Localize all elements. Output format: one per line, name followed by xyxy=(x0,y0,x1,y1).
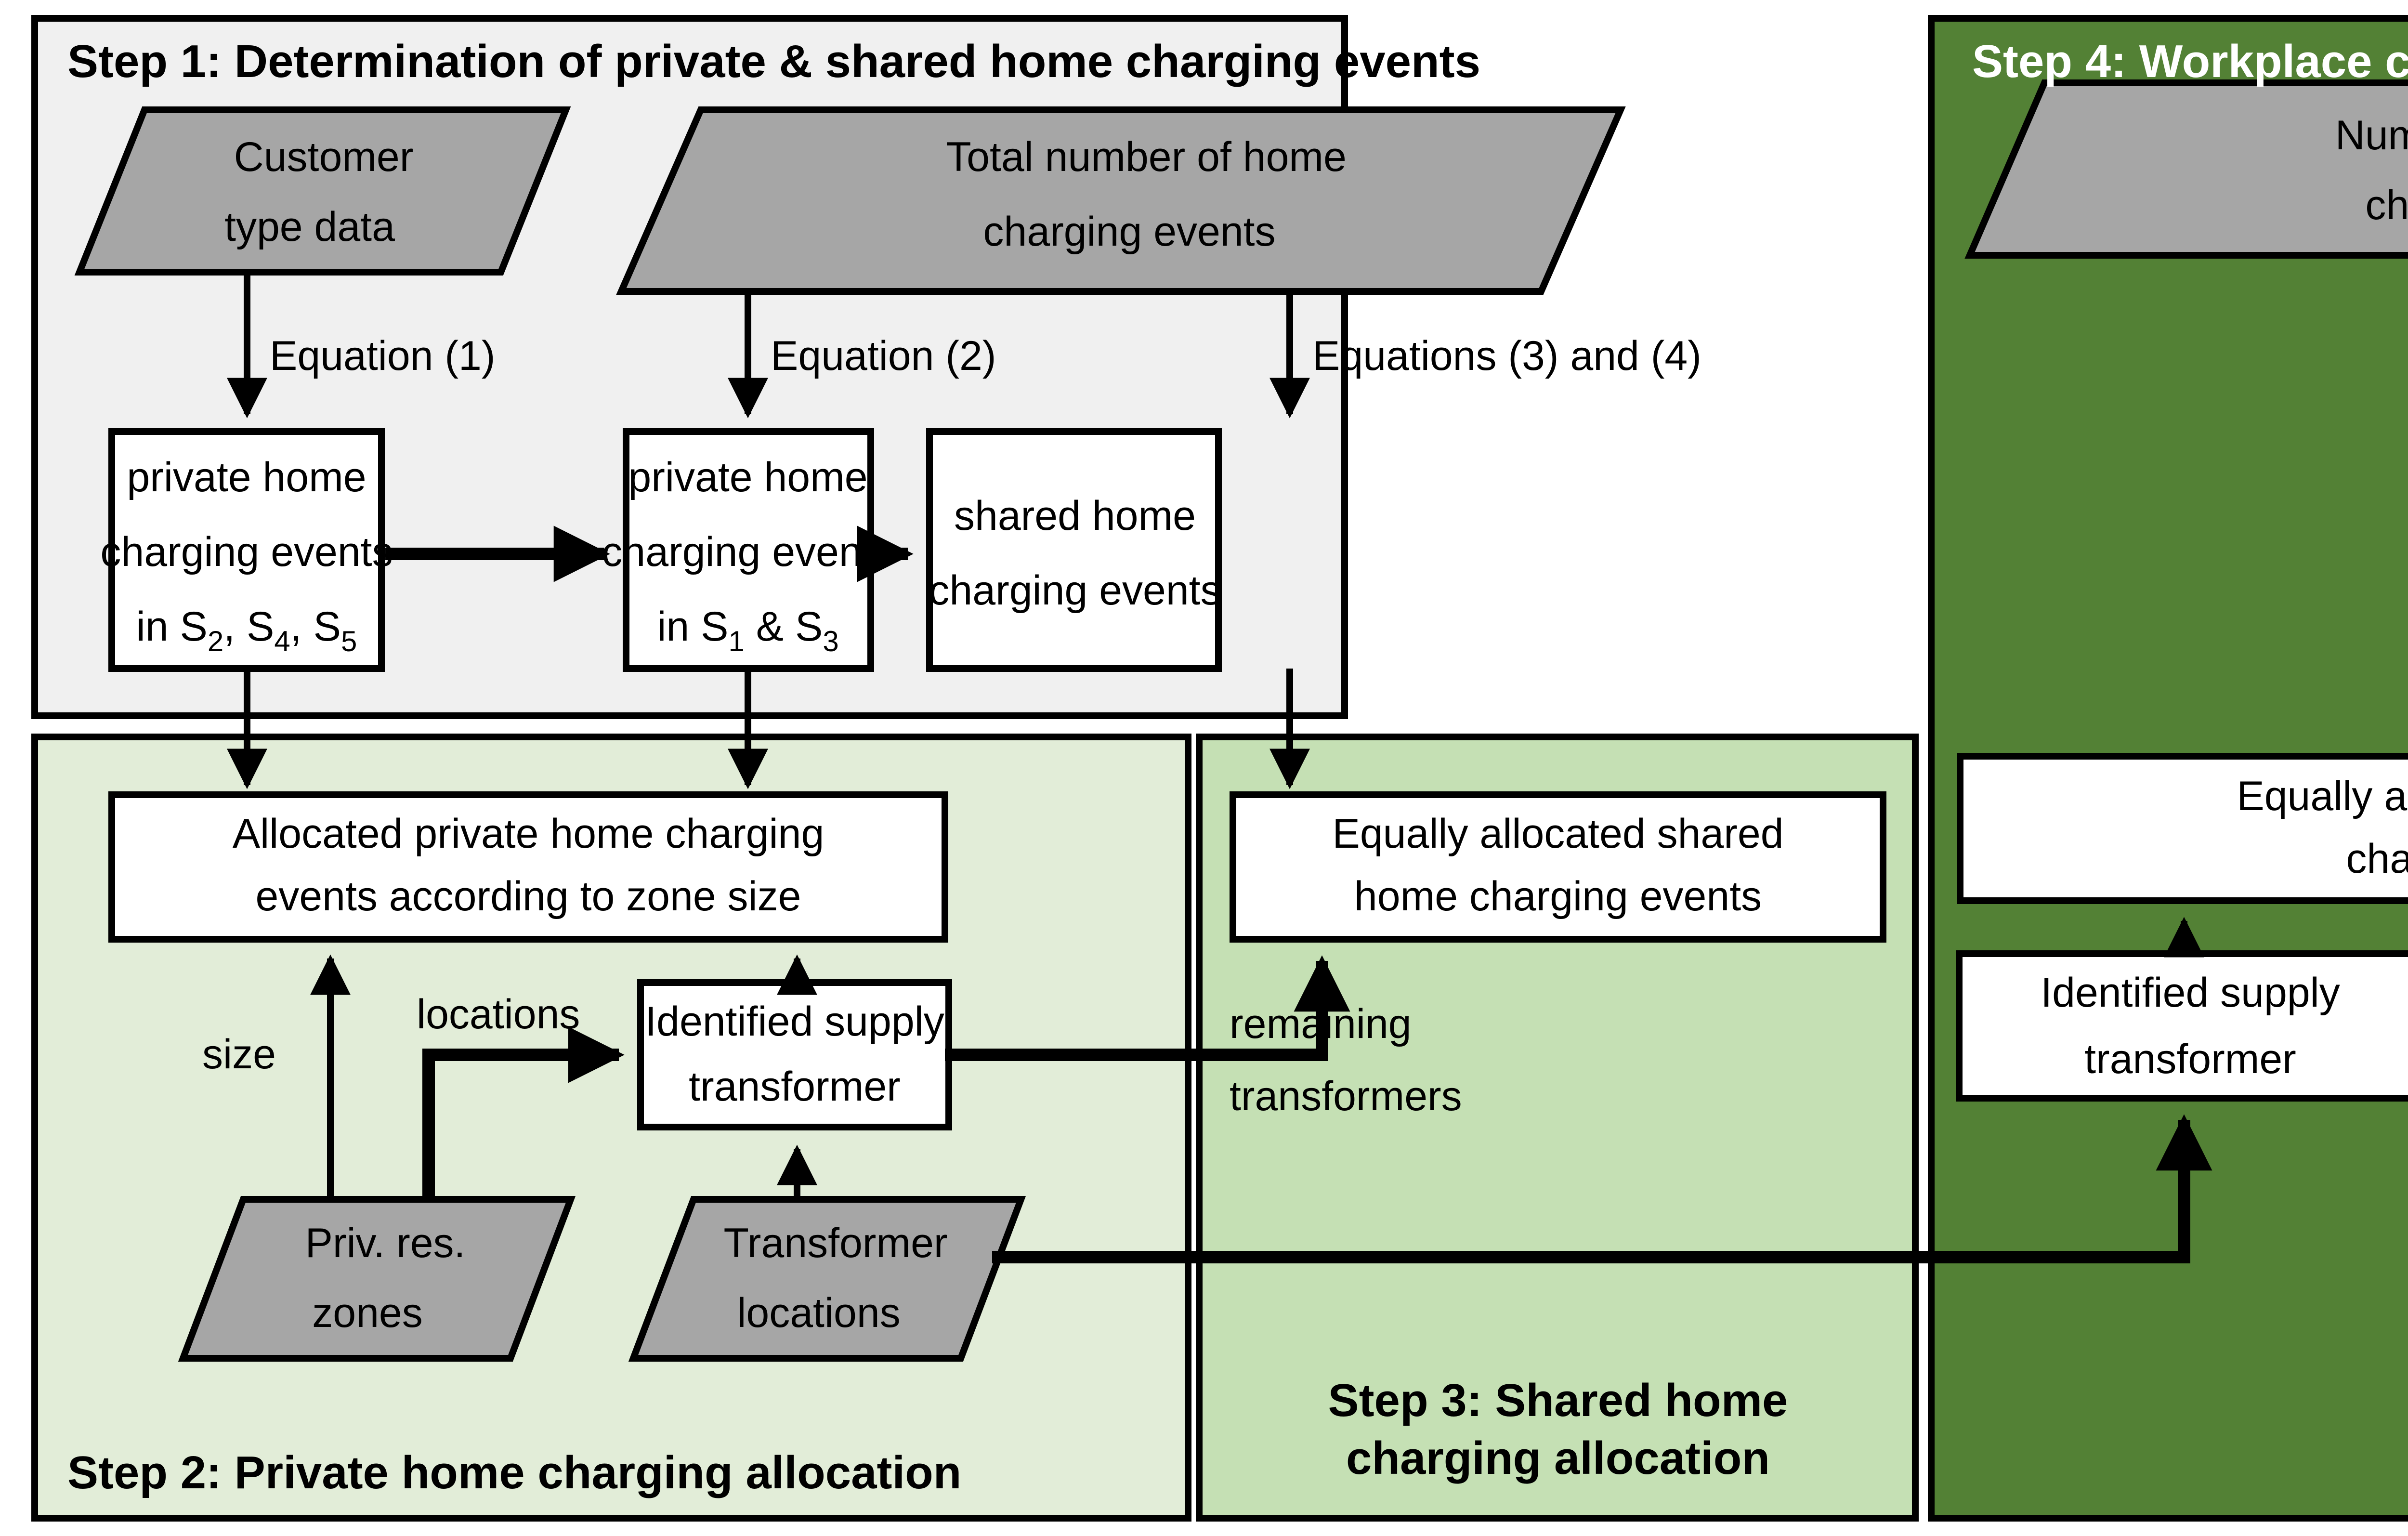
private-s13-line1: private home xyxy=(628,454,867,500)
box-shared-home xyxy=(926,428,1222,672)
box-identified-supply-transformer-step2 xyxy=(637,979,952,1130)
box-equally-allocated-shared xyxy=(1230,791,1886,943)
edge-label-locations: locations xyxy=(417,991,580,1037)
identified-supply-step2-line1: Identified supply xyxy=(645,998,944,1045)
private-s245-line2: charging events xyxy=(100,529,393,575)
shared-home-line2: charging events xyxy=(929,567,1221,614)
edge-remaining-transformers xyxy=(945,955,1350,1061)
edge-label-remaining-line1: remaining xyxy=(1230,1001,1412,1047)
edge-transformerlocs-to-step4 xyxy=(992,1114,2212,1263)
step3-title-line1: Step 3: Shared home xyxy=(1328,1375,1788,1426)
step2-title: Step 2: Private home charging allocation xyxy=(67,1447,961,1498)
private-s245-in-s: in S xyxy=(136,604,208,650)
identified-supply-step4-line2: transformer xyxy=(2084,1036,2296,1082)
equally-allocated-shared-line2: home charging events xyxy=(1354,873,1762,919)
step4-title: Step 4: Workplace charging allocation xyxy=(1972,36,2408,87)
private-s245-mid2: , S xyxy=(290,604,341,650)
private-s13-sub1: 1 xyxy=(728,625,744,657)
box-identified-supply-transformer-step4 xyxy=(1956,950,2408,1102)
shape-priv-res-zones xyxy=(178,1196,576,1362)
allocated-private-line1: Allocated private home charging xyxy=(233,811,824,857)
transformer-locations-line2: locations xyxy=(737,1290,900,1336)
number-workplace-events-line1: Number of workplace xyxy=(2335,112,2408,158)
total-home-events-line1: Total number of home xyxy=(946,134,1347,180)
private-s245-sub1: 2 xyxy=(208,625,223,657)
edge-zones-locations-to-transformer xyxy=(422,1026,625,1199)
private-s13-line3: in S1 & S3 xyxy=(657,604,838,657)
box-equally-allocated-workplace xyxy=(1957,753,2408,904)
edge-label-equations34: Equations (3) and (4) xyxy=(1312,333,1701,379)
equally-allocated-shared-line1: Equally allocated shared xyxy=(1332,811,1783,857)
edge-label-equation1: Equation (1) xyxy=(270,333,496,379)
priv-res-zones-line2: zones xyxy=(312,1290,423,1336)
priv-res-zones-line1: Priv. res. xyxy=(305,1220,466,1266)
identified-supply-step4-line1: Identified supply xyxy=(2041,970,2340,1016)
private-s13-mid1: & S xyxy=(745,604,823,650)
edge-label-size: size xyxy=(202,1031,276,1077)
shape-number-workplace-events xyxy=(1964,79,2408,259)
shared-home-line1: shared home xyxy=(954,493,1196,539)
equally-allocated-workplace-line2: charging events xyxy=(2346,836,2408,882)
private-s245-sub3: 5 xyxy=(341,625,357,657)
box-allocated-private xyxy=(108,791,948,943)
shape-total-home-events xyxy=(616,106,1626,295)
equally-allocated-workplace-line1: Equally allocated workplace xyxy=(2237,773,2408,819)
shape-customer-type-data xyxy=(74,106,571,276)
customer-type-data-line2: type data xyxy=(224,204,395,250)
step1-title: Step 1: Determination of private & share… xyxy=(67,36,1480,87)
identified-supply-step2-line2: transformer xyxy=(689,1063,901,1110)
private-s13-in-s: in S xyxy=(657,604,728,650)
private-s245-mid1: , S xyxy=(223,604,274,650)
edge-label-equation2: Equation (2) xyxy=(771,333,996,379)
total-home-events-line2: charging events xyxy=(983,209,1275,255)
private-s245-sub2: 4 xyxy=(274,625,290,657)
customer-type-data-line1: Customer xyxy=(234,134,414,180)
private-s13-line2: charging events xyxy=(602,529,894,575)
private-s13-sub2: 3 xyxy=(823,625,838,657)
edge-label-remaining-line2: transformers xyxy=(1230,1073,1462,1119)
private-s245-line1: private home xyxy=(127,454,366,500)
step3-title-line2: charging allocation xyxy=(1346,1432,1770,1484)
number-workplace-events-line2: charging events xyxy=(2365,182,2408,228)
allocated-private-line2: events according to zone size xyxy=(256,873,801,919)
private-s245-line3: in S2, S4, S5 xyxy=(136,604,357,657)
box-private-s245 xyxy=(108,428,385,672)
transformer-locations-line1: Transformer xyxy=(723,1220,947,1266)
shape-transformer-locations xyxy=(628,1196,1026,1362)
